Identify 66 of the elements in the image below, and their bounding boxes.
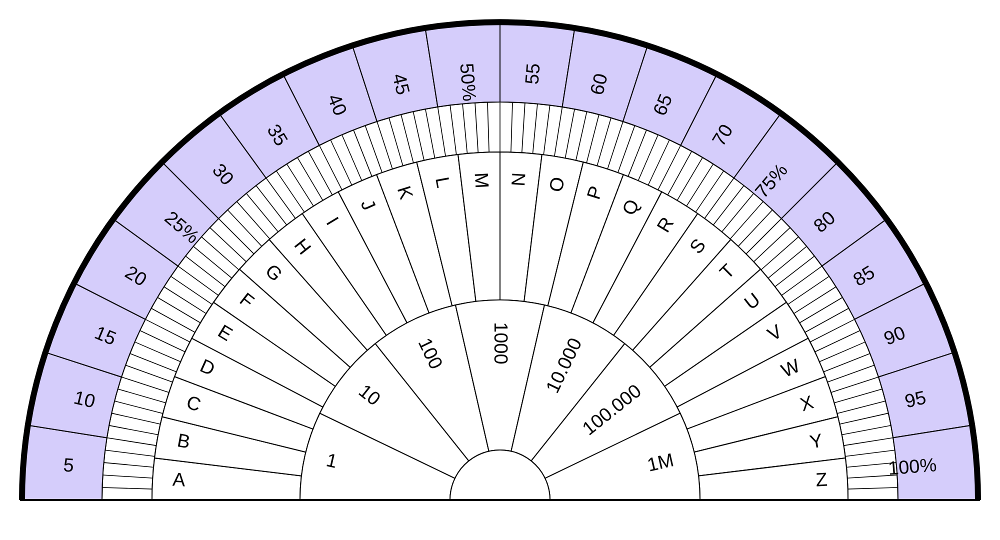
dial-sector xyxy=(676,338,826,430)
sector-label: 65 xyxy=(650,91,678,119)
sector-label: 60 xyxy=(587,72,612,98)
dial-sector xyxy=(500,152,542,302)
sector-label: I xyxy=(321,214,342,230)
dial-sector xyxy=(376,162,453,314)
sector-label: 100 xyxy=(413,335,446,373)
sector-label: J xyxy=(356,196,379,214)
sector-label: 95 xyxy=(902,388,928,413)
sector-label: H xyxy=(289,235,314,260)
dial-sector xyxy=(686,376,838,453)
sector-label: 45 xyxy=(388,72,413,98)
sector-label: 20 xyxy=(121,262,150,292)
sector-label: 40 xyxy=(322,91,350,119)
sector-label: 35 xyxy=(262,121,292,150)
sector-label: 1000 xyxy=(490,322,510,364)
dial-sector xyxy=(698,458,848,500)
sector-label: K xyxy=(392,184,416,202)
sector-label: T xyxy=(716,260,740,284)
sector-label: D xyxy=(196,356,218,381)
sector-label: O xyxy=(546,175,570,194)
sector-label: V xyxy=(764,321,786,346)
sector-label: F xyxy=(235,289,258,314)
sector-label: Z xyxy=(815,470,828,492)
sector-label: 30 xyxy=(208,160,238,190)
dial-sector xyxy=(632,239,761,368)
sector-label: Y xyxy=(808,430,825,454)
dial-sector xyxy=(613,213,732,351)
sector-label: 5 xyxy=(62,455,75,477)
sector-label: 100% xyxy=(887,455,938,480)
dial-sector xyxy=(338,174,430,324)
sector-label: 80 xyxy=(810,208,840,238)
sector-label: 1M xyxy=(645,450,676,476)
sector-label: S xyxy=(686,235,711,258)
sector-label: 90 xyxy=(881,322,909,350)
sector-label: 15 xyxy=(91,322,119,350)
sector-label: 10 xyxy=(354,380,384,410)
sector-label: B xyxy=(175,430,192,454)
sector-label: 50% xyxy=(455,62,480,102)
sector-label: M xyxy=(470,172,492,190)
dial-sector xyxy=(524,154,584,306)
sector-label: Q xyxy=(618,196,644,219)
sector-label: N xyxy=(508,172,530,187)
sector-label: E xyxy=(214,321,236,346)
dial-sector xyxy=(268,213,387,351)
dial-sector xyxy=(152,458,302,500)
sector-label: L xyxy=(430,175,454,190)
dial-sector xyxy=(239,239,368,368)
sector-label: 1 xyxy=(324,450,340,473)
dial-sector xyxy=(458,152,500,302)
sector-label: R xyxy=(654,214,679,236)
dial-sector xyxy=(547,162,624,314)
sector-label: 70 xyxy=(708,121,738,150)
sector-label: X xyxy=(798,392,816,416)
sector-label: 25% xyxy=(160,208,203,248)
sector-label: C xyxy=(184,392,204,417)
dial-sector xyxy=(162,376,314,453)
sector-label: W xyxy=(778,356,804,382)
sector-label: U xyxy=(740,289,765,314)
sector-label: 10 xyxy=(72,388,98,413)
sector-label: 85 xyxy=(850,262,879,292)
sector-label: A xyxy=(172,470,186,492)
sector-label: 55 xyxy=(522,62,545,86)
sector-label: G xyxy=(260,260,286,286)
sector-label: P xyxy=(584,184,608,202)
dial-sector xyxy=(416,154,476,306)
